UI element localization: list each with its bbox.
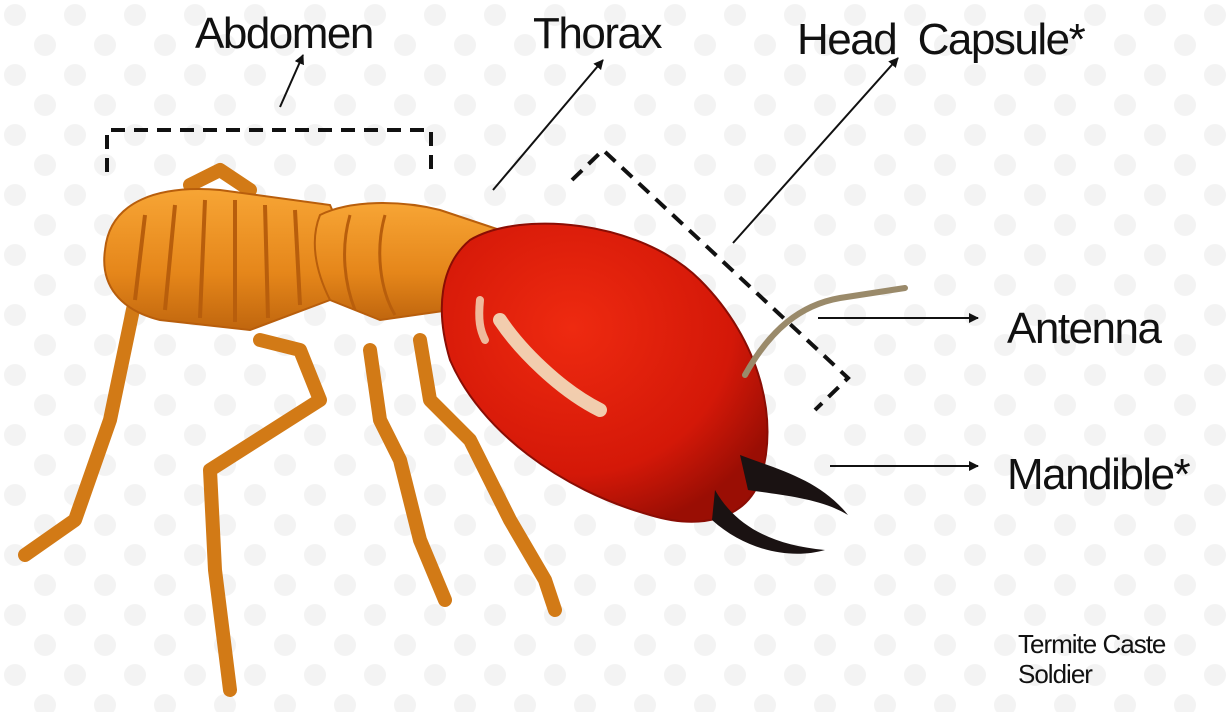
thorax-label: Thorax: [533, 12, 661, 56]
caption-line-2: Soldier: [1018, 660, 1092, 689]
caption-line-1: Termite Caste: [1018, 630, 1165, 659]
head-capsule-label: Head Capsule*: [797, 18, 1084, 62]
antenna-label: Antenna: [1007, 307, 1160, 351]
abdomen-label: Abdomen: [195, 12, 373, 56]
mandible-label: Mandible*: [1007, 453, 1189, 497]
